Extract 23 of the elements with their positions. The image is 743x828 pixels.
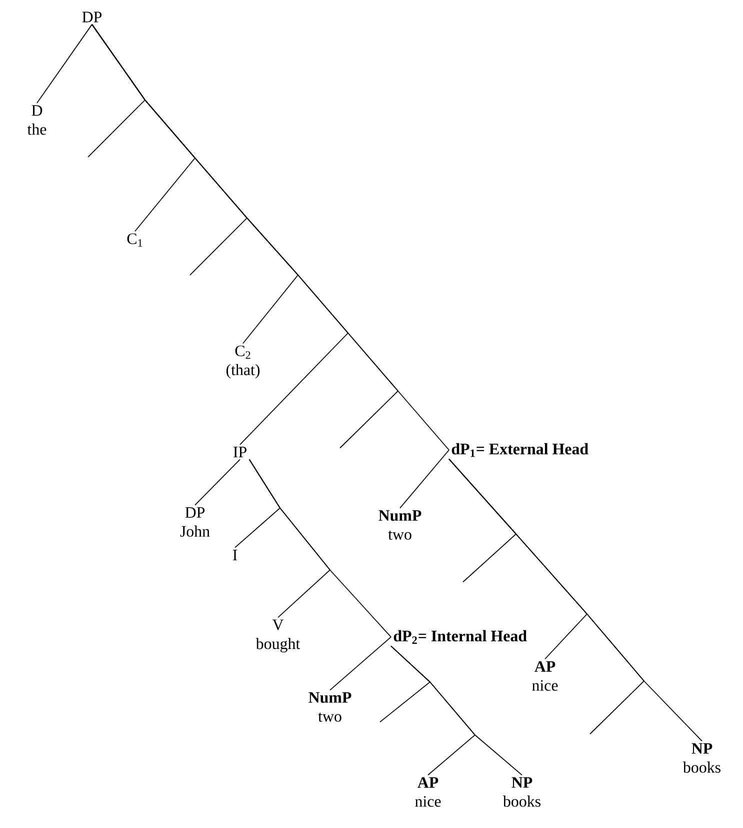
tree-node-label: AP nice [532, 661, 558, 691]
tree-branch [330, 636, 392, 690]
tree-node-label: IP [234, 446, 246, 458]
tree-node-label: dP$_{1}$= External Head [452, 443, 588, 457]
tree-node-label: I [232, 550, 238, 560]
tree-node-label: C$_{2}$ (that) [226, 346, 260, 378]
tree-node-label: C$_{1}$ [127, 233, 142, 247]
tree-node-label: V bought [256, 620, 300, 652]
tree-node-label: AP nice [415, 777, 441, 807]
tree-branch [400, 450, 450, 508]
tree-node-label: NumP two [378, 510, 422, 540]
tree-branch [248, 458, 392, 638]
tree-node-label: dP$_{2}$= Internal Head [394, 630, 527, 644]
tree-node-label: DP [82, 12, 102, 22]
tree-branch [36, 24, 92, 104]
tree-node-label: NP books [682, 743, 720, 773]
tree-branch [194, 458, 240, 506]
tree-node-label: NumP two [308, 692, 352, 722]
tree-node-label: D the [27, 105, 46, 135]
tree-node-label: NP books [502, 777, 540, 807]
tree-branch [390, 646, 522, 776]
tree-branch [448, 458, 702, 742]
tree-node-label: DP John [180, 507, 210, 537]
